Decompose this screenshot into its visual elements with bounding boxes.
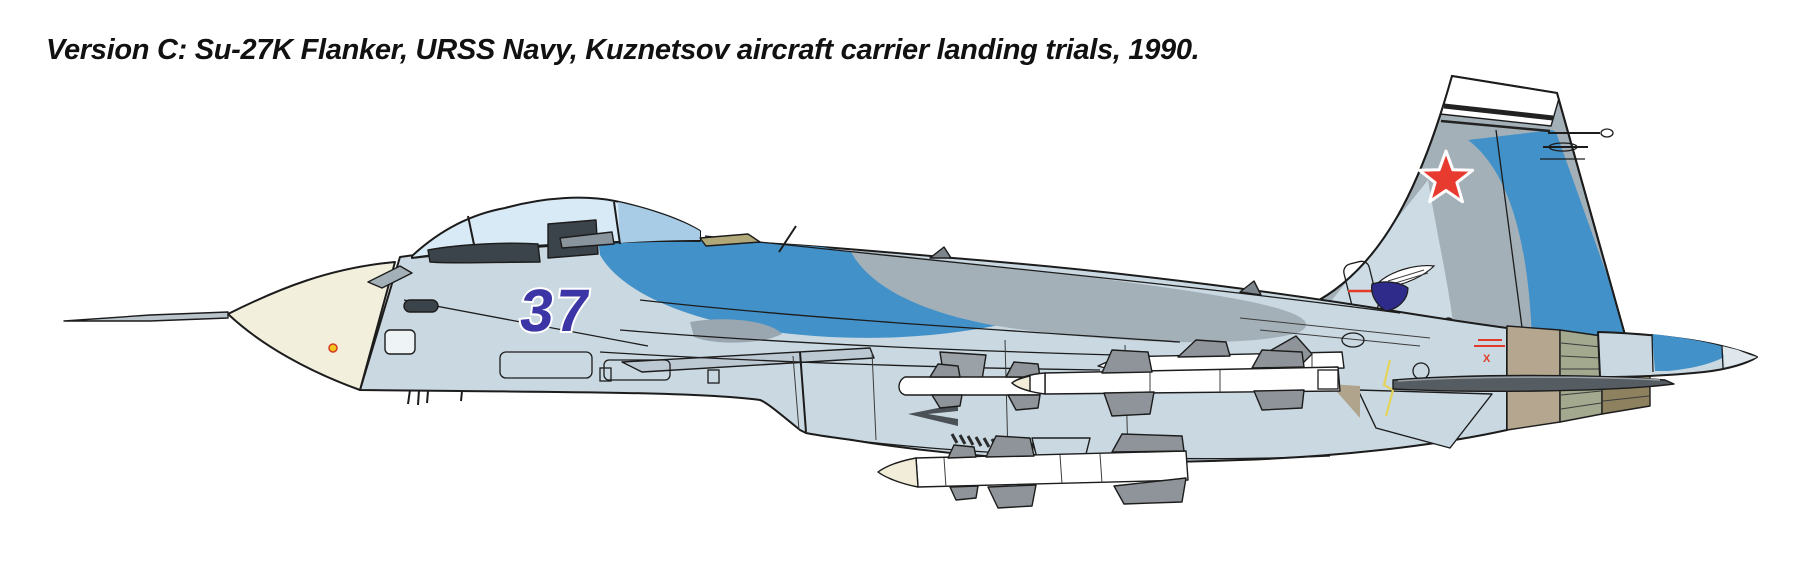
- vertical-fin: [1309, 74, 1626, 336]
- yellow-marking: [1382, 359, 1395, 417]
- canopy-glass-rear: [618, 202, 700, 243]
- aoa-probes: [407, 389, 463, 406]
- svg-text:X: X: [1483, 353, 1491, 365]
- missile-lower-r27: [877, 433, 1189, 509]
- ventral-tan-patch: [1330, 384, 1360, 418]
- gun-port: [403, 299, 439, 313]
- canard: [367, 265, 413, 289]
- radome: [227, 261, 396, 391]
- caption: Version C: Su-27K Flanker, URSS Navy, Ku…: [46, 34, 1200, 66]
- fin-antenna-probes: [1540, 128, 1614, 160]
- nozzle-stencil: X: [1474, 339, 1505, 365]
- sting-camo-blue: [1652, 334, 1734, 371]
- camo-gray-patch: [850, 250, 1307, 343]
- sting-tip-pale: [1722, 346, 1757, 367]
- cockpit-console: [427, 242, 541, 264]
- stabilator: [1392, 374, 1675, 392]
- missile-forward: [898, 351, 1041, 411]
- tail-sting: [1597, 331, 1758, 378]
- ventral-flap: [1357, 389, 1493, 449]
- badge-shield: [1371, 281, 1409, 312]
- nose-dot-marking: [328, 343, 338, 353]
- red-star-marking: [1417, 149, 1475, 204]
- tail-number: 37: [516, 276, 595, 344]
- sukhoi-badge: [1348, 265, 1436, 312]
- cockpit-canopy: [411, 196, 761, 264]
- missile-mid-r27: [1011, 349, 1341, 417]
- fin-camo-blue: [1468, 130, 1625, 335]
- nose-radome: [63, 261, 413, 391]
- intake-chevron-marking: [908, 404, 958, 426]
- fuselage: X: [359, 225, 1508, 463]
- fin-camo-pale: [1310, 180, 1455, 335]
- pitot-boom: [63, 311, 229, 322]
